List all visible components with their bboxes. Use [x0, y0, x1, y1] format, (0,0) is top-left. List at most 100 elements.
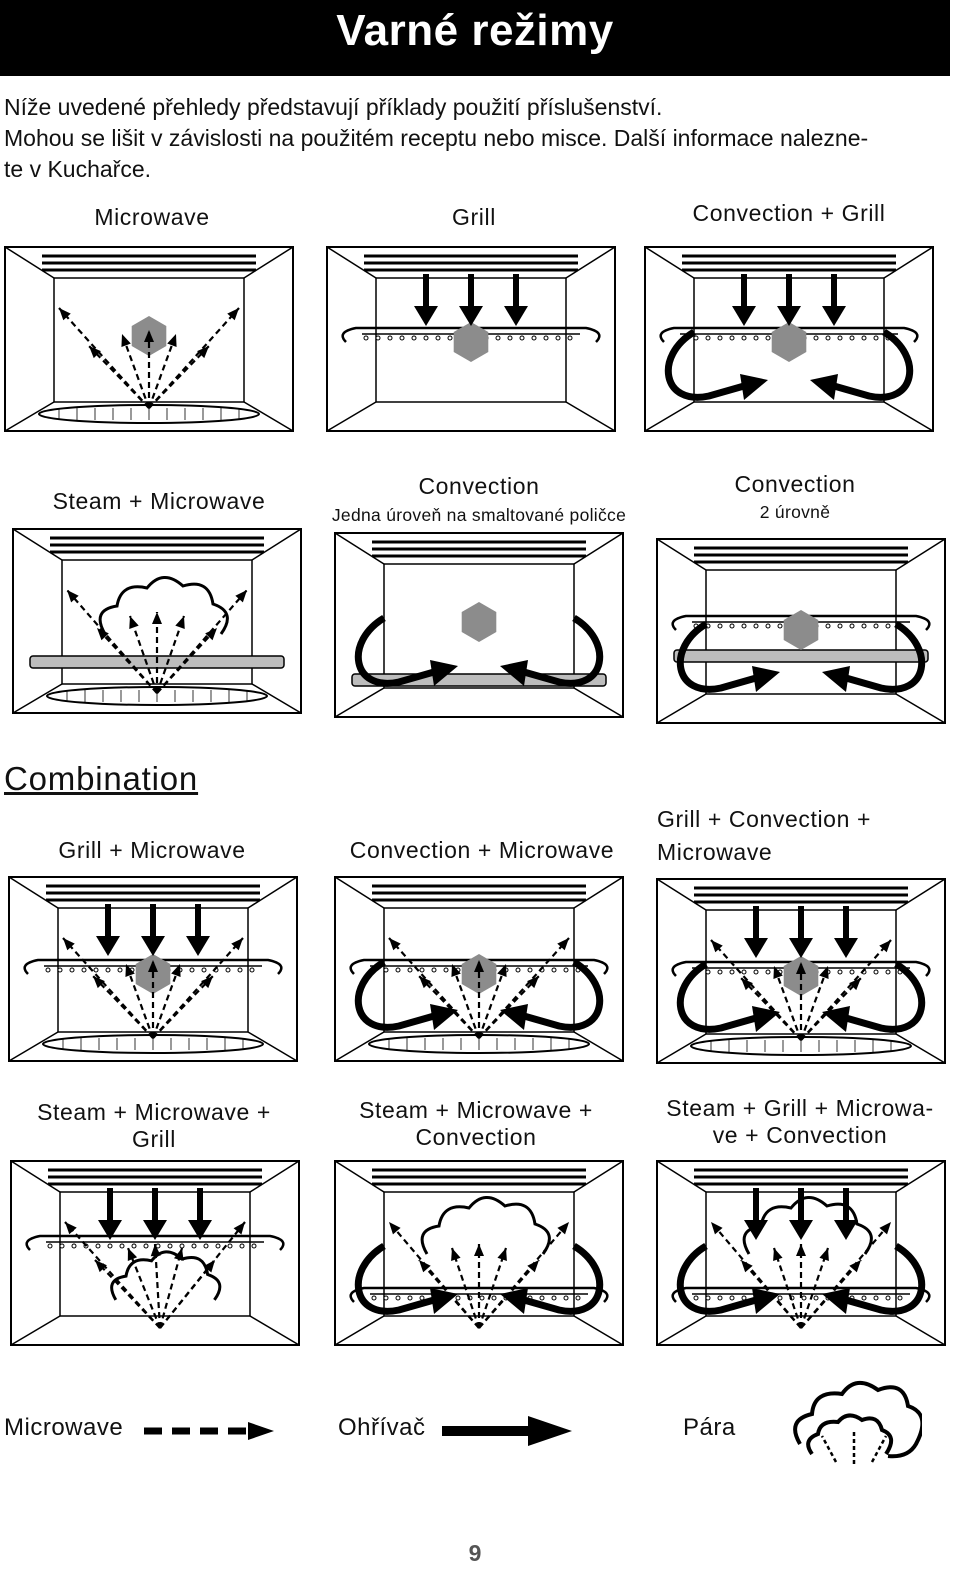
rack-stud — [411, 335, 417, 341]
oven-diagram-convection-two — [656, 538, 946, 724]
mode-label-microwave: Microwave — [94, 204, 210, 230]
rack-stud — [515, 967, 521, 973]
oven-edge — [334, 532, 385, 565]
rack-stud — [861, 623, 867, 629]
microwave-ray-head — [150, 1244, 161, 1257]
rack-stud — [107, 1243, 113, 1249]
rack-stud — [239, 1243, 245, 1249]
oven-edge — [251, 683, 302, 714]
steam-cloud — [420, 1196, 551, 1255]
microwave-ray — [155, 615, 186, 694]
legend-label-heater: Ohřívač — [338, 1414, 426, 1441]
rack-stud — [717, 623, 723, 629]
rack-stud — [741, 335, 747, 341]
oven-edge — [251, 528, 302, 561]
microwave-ray-head — [197, 346, 209, 359]
rack-stud — [527, 967, 533, 973]
microwave-ray-head — [231, 938, 243, 951]
oven-diagram-convection-microwave — [334, 876, 624, 1062]
microwave-ray-head — [849, 978, 861, 991]
intro-line: Níže uvedené přehledy představují příkla… — [4, 94, 663, 120]
mode-label-steam-microwave-convection-2: Convection — [415, 1124, 537, 1150]
oven-edge — [4, 401, 55, 432]
microwave-ray — [151, 963, 182, 1039]
microwave-ray-head — [129, 616, 139, 629]
microwave-ray-head — [474, 1244, 484, 1256]
oven-edge — [895, 1315, 946, 1346]
mode-label-convection-one: Convection — [418, 473, 540, 499]
grill-arrow-shaft — [741, 274, 747, 308]
convection-swirl-right — [523, 615, 604, 687]
oven-edge — [12, 683, 63, 714]
rack-stud — [861, 1295, 867, 1301]
rack-stud — [179, 1243, 185, 1249]
grill-arrow-head — [834, 938, 858, 958]
microwave-ray — [94, 1259, 161, 1329]
oven-edge — [4, 246, 55, 279]
microwave-ray — [772, 965, 803, 1041]
rack-stud — [69, 967, 75, 973]
rack-stud — [81, 967, 87, 973]
grill-arrow-shaft — [786, 274, 792, 308]
rack-stud — [729, 969, 735, 975]
grill-arrow-head — [186, 936, 210, 956]
oven-edge — [573, 532, 624, 565]
microwave-ray — [450, 963, 481, 1039]
rack-stud — [717, 969, 723, 975]
microwave-ray — [800, 1221, 892, 1329]
page-title: Varné režimy — [336, 6, 614, 55]
grill-arrow-shaft — [513, 274, 519, 308]
rack-stud — [837, 969, 843, 975]
oven-edge — [10, 1160, 61, 1193]
grill-arrow-head — [744, 1220, 768, 1240]
microwave-ray-head — [557, 938, 569, 951]
grill-arrow-shaft — [468, 274, 474, 308]
rack-stud — [873, 335, 879, 341]
rack-stud — [383, 1295, 389, 1301]
grill-arrow-head — [822, 306, 846, 326]
rack-stud — [729, 1295, 735, 1301]
convection-swirl-left — [664, 329, 745, 401]
microwave-ray-head — [233, 1222, 245, 1235]
mode-label-grill: Grill — [452, 204, 496, 230]
rack-stud — [71, 1243, 77, 1249]
rack-stud — [837, 623, 843, 629]
rack-stud — [227, 1243, 233, 1249]
convection-swirl-head — [822, 1006, 850, 1032]
microwave-ray-head — [389, 938, 401, 951]
microwave-ray-head — [65, 1222, 77, 1235]
microwave-ray-head — [171, 964, 181, 977]
microwave-ray — [799, 965, 830, 1041]
oven-diagram-grill-convection-microwave — [656, 878, 946, 1064]
oven-edge — [573, 1031, 624, 1062]
rack-stud — [387, 335, 393, 341]
rack-stud — [491, 1295, 497, 1301]
rack-stud — [237, 967, 243, 973]
microwave-ray — [418, 1259, 480, 1329]
grill-arrow-shaft — [753, 1188, 759, 1222]
rack-stud — [399, 335, 405, 341]
microwave-ray — [152, 937, 244, 1039]
oven-edge — [895, 693, 946, 724]
oven-edge — [326, 401, 377, 432]
microwave-ray — [147, 333, 178, 409]
rack-stud — [753, 623, 759, 629]
oven-edge — [565, 401, 616, 432]
intro-line: te v Kuchařce. — [4, 156, 152, 182]
microwave-ray — [96, 627, 158, 694]
convection-swirl-left — [676, 621, 757, 693]
oven-back-wall — [383, 563, 575, 689]
convection-swirl-head — [752, 666, 780, 692]
microwave-ray — [126, 1247, 162, 1329]
microwave-ray-head — [389, 1222, 401, 1235]
oven-edge — [895, 538, 946, 571]
legend-label-steam: Pára — [683, 1414, 736, 1441]
rack-stud — [717, 335, 723, 341]
microwave-ray-head — [144, 330, 154, 342]
microwave-ray — [740, 1259, 802, 1329]
grill-arrow-shaft — [798, 1188, 804, 1222]
microwave-ray — [156, 589, 248, 694]
oven-diagram-steam-microwave — [12, 528, 302, 714]
rack-stud — [873, 623, 879, 629]
rack-stud — [777, 623, 783, 629]
